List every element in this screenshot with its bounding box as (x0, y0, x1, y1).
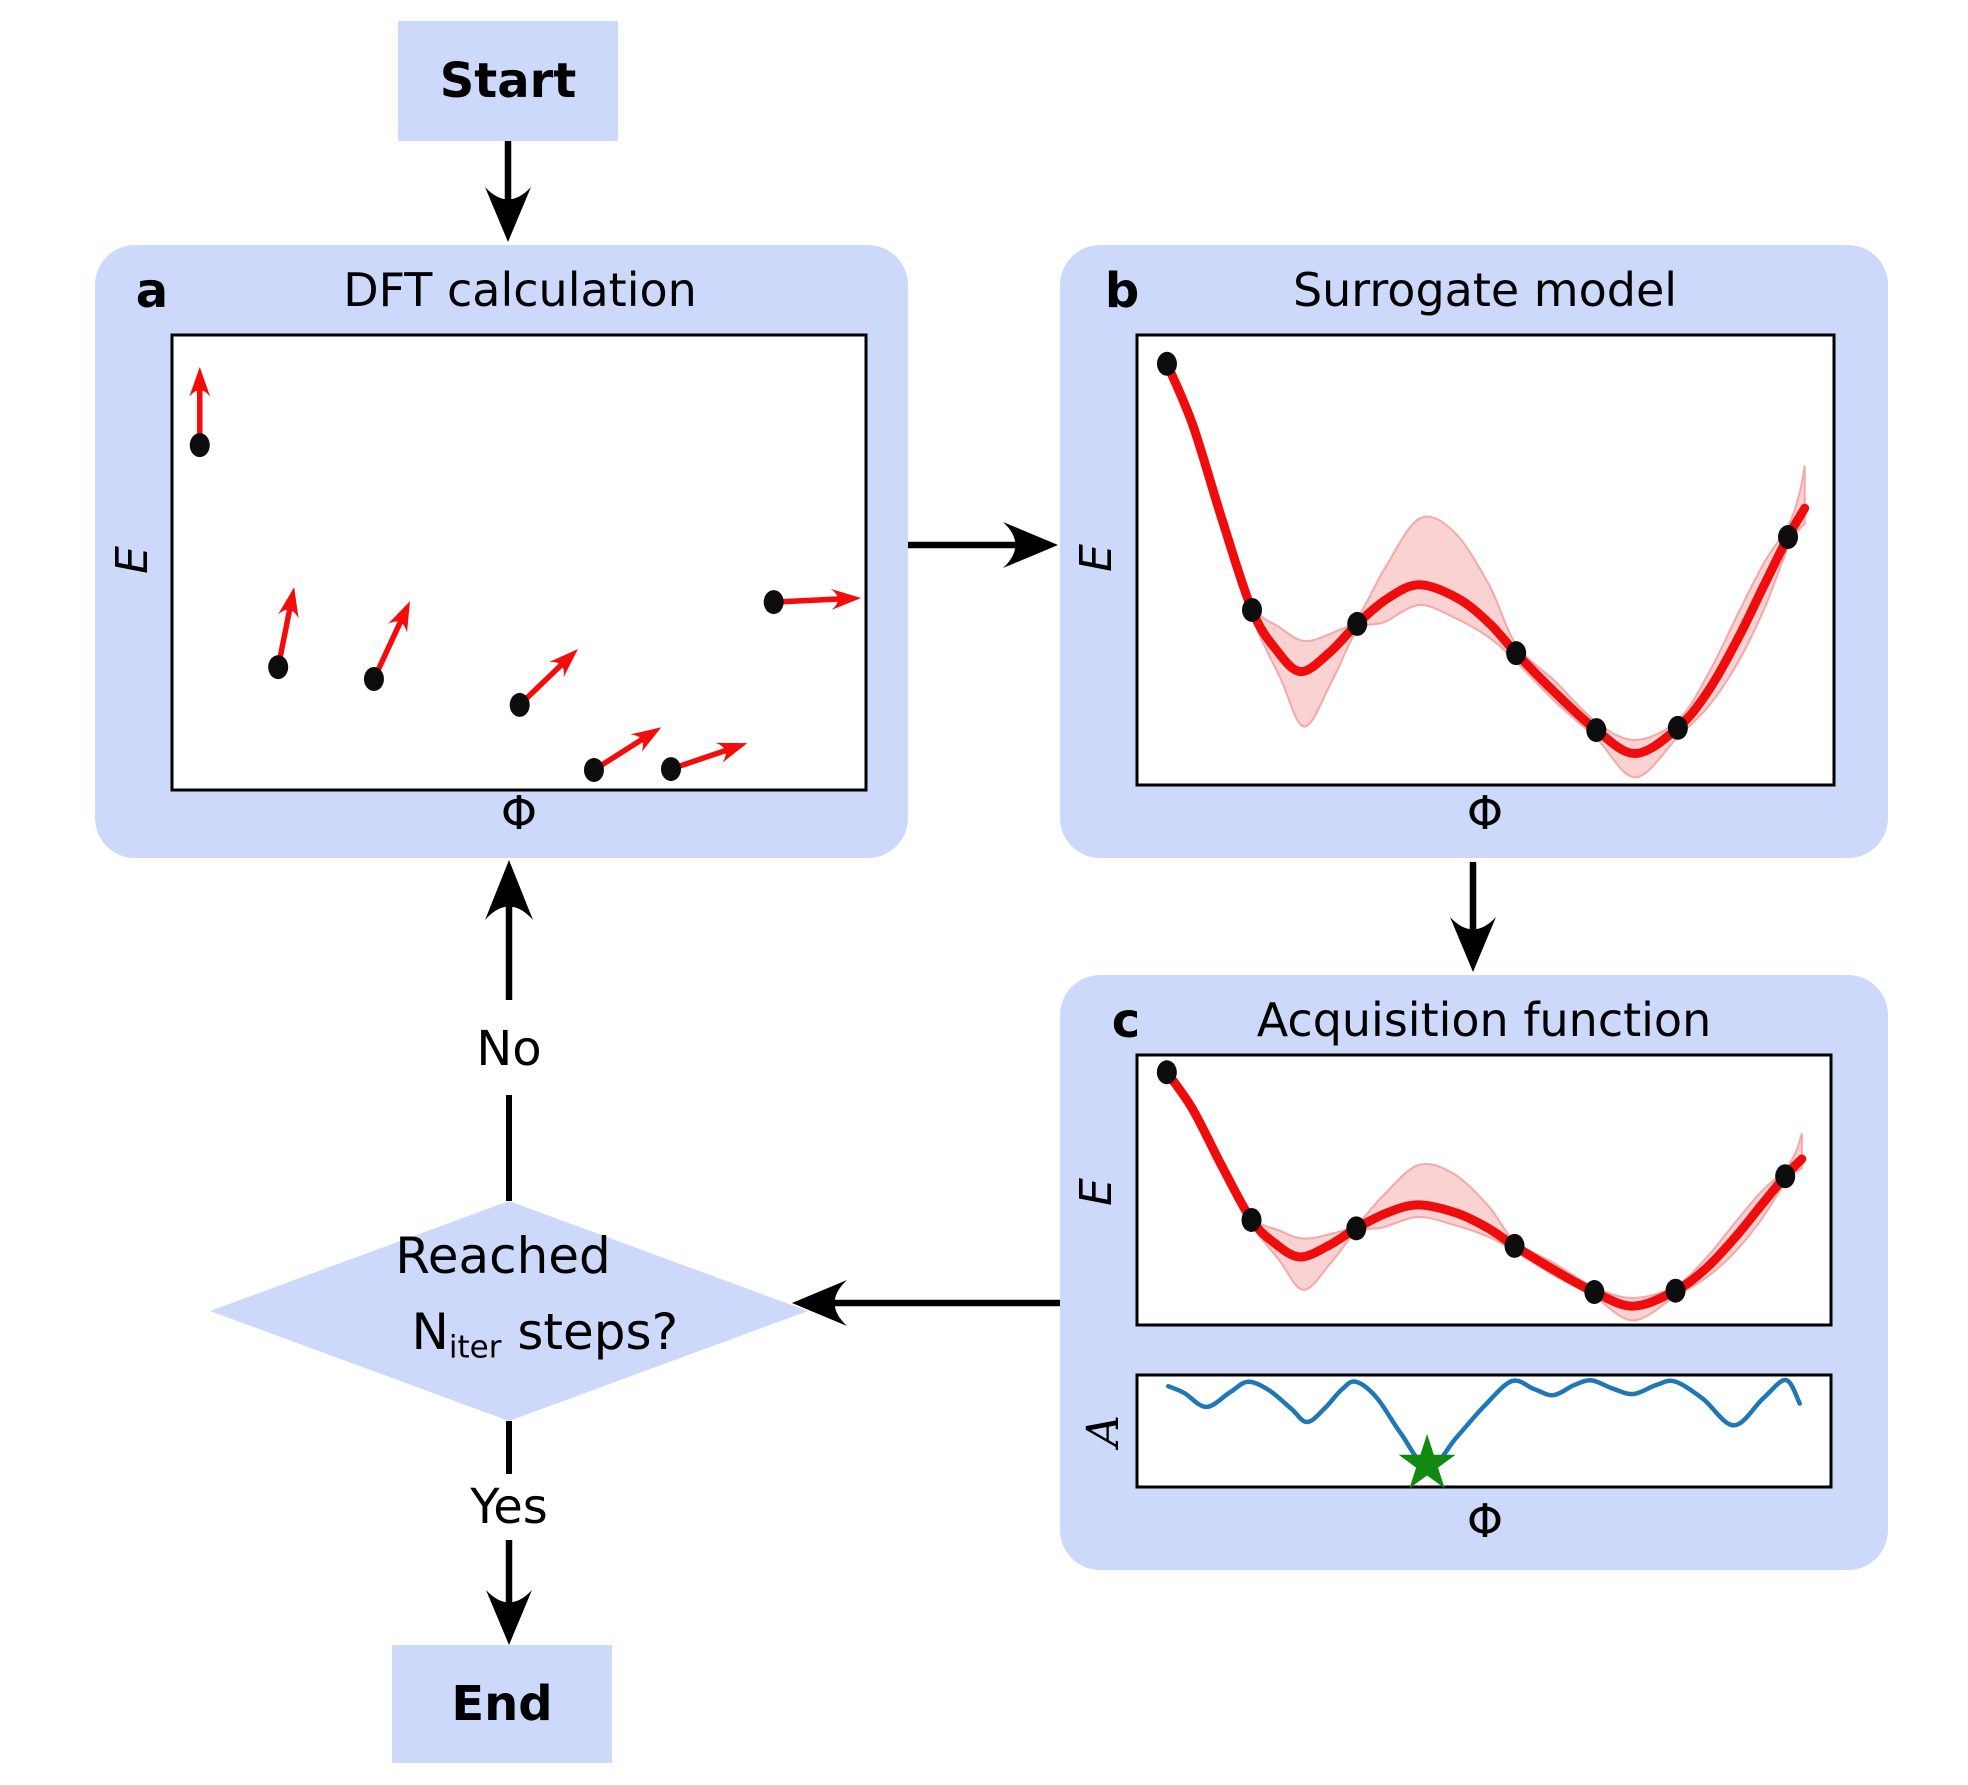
edge-label-no: No (476, 1021, 542, 1077)
panel-a-ylabel: E (107, 546, 158, 574)
panel-b-xlabel: Φ (1466, 786, 1504, 840)
panel-c-ylabel-bottom: A (1078, 1415, 1129, 1447)
arrow-a-to-b-head (1003, 522, 1058, 568)
arrow-no-to-a-head (485, 860, 533, 920)
minimum-star-marker (1398, 1434, 1456, 1489)
gp-mean-curve (1162, 1067, 1807, 1311)
arrow-c-to-decision-head (792, 1280, 847, 1326)
data-point (509, 692, 530, 717)
observation-point (1504, 1233, 1525, 1258)
panel-c-title: Acquisition function (1256, 993, 1712, 1047)
observation-point (1347, 611, 1368, 636)
observation-point (1665, 1278, 1686, 1303)
gradient-arrow-shaft (773, 596, 839, 605)
plot-box-b (1135, 333, 1836, 787)
data-point (660, 757, 681, 782)
end-node-label: End (451, 1676, 553, 1732)
plot-box-a (170, 333, 868, 792)
panel-c-tag: c (1111, 993, 1141, 1049)
gradient-arrow-head (630, 727, 662, 753)
observation-point (1777, 525, 1798, 550)
arrow-b-to-c-head (1450, 917, 1496, 972)
observation-point (1775, 1164, 1796, 1189)
panel-a-tag: a (135, 263, 169, 319)
decision-label-line1: Reached (395, 1227, 611, 1285)
observation-point (1241, 1207, 1262, 1232)
data-point (189, 433, 210, 458)
decision-label-line2: Niter steps? (348, 1257, 678, 1407)
start-node-label: Start (439, 53, 577, 109)
gradient-arrow-head (189, 366, 211, 397)
gradient-arrow-head (715, 742, 748, 763)
gradient-arrow-head (387, 601, 411, 633)
data-point (363, 666, 384, 691)
plot-box-c1 (1135, 1053, 1833, 1327)
gradient-arrow-head (277, 587, 299, 619)
end-node (392, 1645, 612, 1763)
panel-a-title: DFT calculation (343, 263, 697, 317)
panel-c-ylabel-top: E (1071, 1178, 1122, 1206)
observation-point (1346, 1216, 1367, 1241)
decision-n-subscript: iter (448, 1329, 502, 1366)
start-node (398, 21, 618, 141)
acquisition-curve (1165, 1377, 1803, 1471)
panel-a-xlabel: Φ (500, 786, 538, 840)
panel-b-ylabel: E (1071, 544, 1122, 572)
arrow-yes-to-end-head (486, 1590, 532, 1645)
data-point (763, 590, 784, 615)
observation-point (1586, 718, 1607, 743)
plot-box-c2 (1135, 1373, 1833, 1489)
observation-point (1156, 351, 1177, 376)
gradient-arrow-head (549, 648, 578, 678)
observation-point (1667, 715, 1688, 740)
edge-label-yes: Yes (470, 1479, 548, 1535)
observation-point (1584, 1280, 1605, 1305)
panel-c-xlabel: Φ (1466, 1494, 1504, 1548)
observation-point (1506, 641, 1527, 666)
decision-diamond (210, 1201, 808, 1421)
data-point (268, 655, 289, 680)
observation-point (1156, 1060, 1177, 1085)
arrow-start-to-a-head (485, 187, 531, 242)
decision-n: N (411, 1303, 449, 1361)
data-point (583, 757, 604, 782)
panel-b-tag: b (1104, 263, 1140, 319)
gradient-arrow-head (830, 588, 862, 610)
observation-point (1242, 597, 1263, 622)
panel-b-title: Surrogate model (1292, 263, 1678, 317)
decision-steps: steps? (501, 1303, 679, 1361)
